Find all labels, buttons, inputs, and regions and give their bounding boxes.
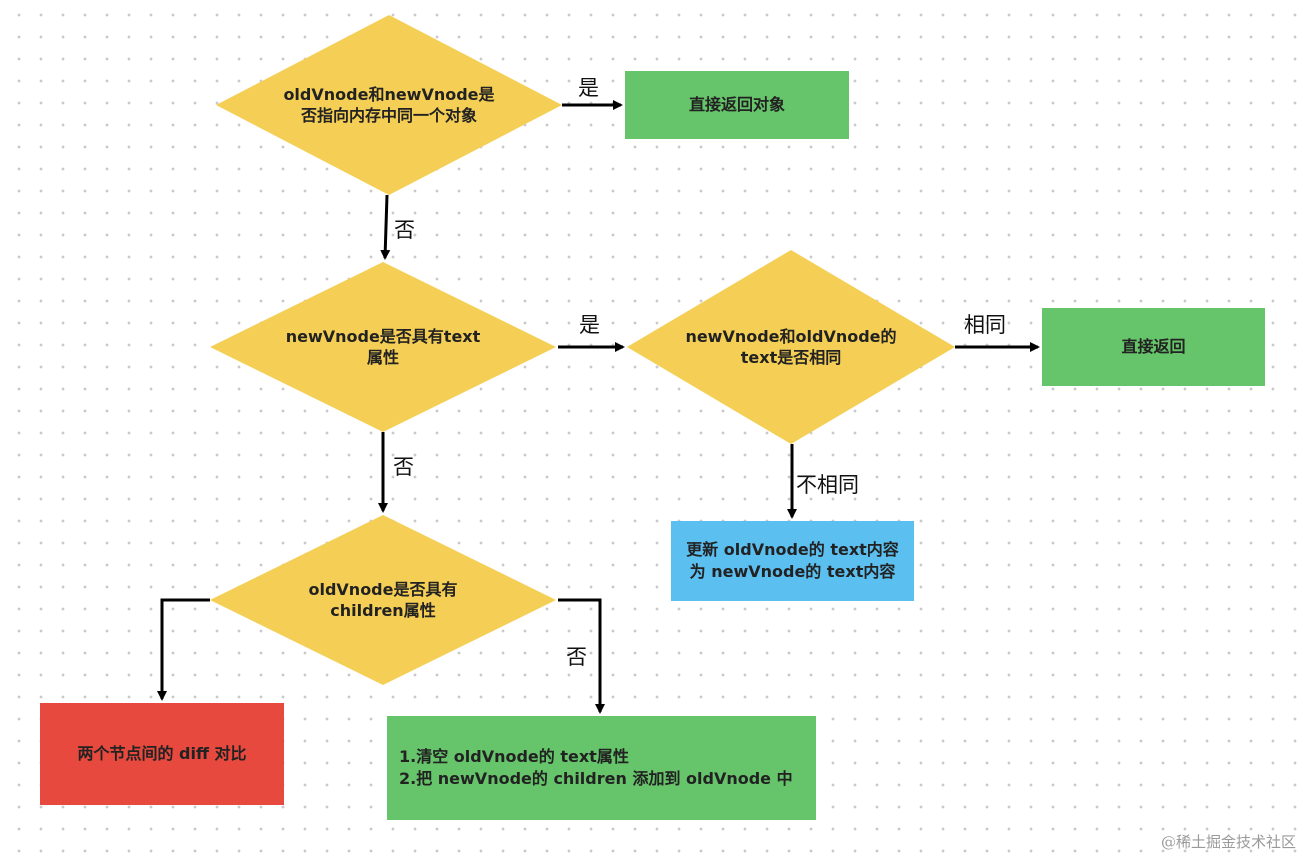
box-return-direct: 直接返回 <box>1042 308 1265 386</box>
box-clear-and-add: 1.清空 oldVnode的 text属性 2.把 newVnode的 chil… <box>387 716 816 820</box>
watermark: @稀土掘金技术社区 <box>1160 833 1296 851</box>
box-diff-compare: 两个节点间的 diff 对比 <box>40 703 284 805</box>
box-return-object: 直接返回对象 <box>625 71 849 139</box>
box-diff-compare-shape <box>40 703 284 805</box>
decision-text-equal-shape <box>627 250 955 444</box>
arrow-same-object-no <box>380 194 391 260</box>
edge-label-yes-2: 是 <box>579 313 600 337</box>
decision-same-object-shape <box>216 15 562 195</box>
edge-label-same: 相同 <box>964 313 1006 337</box>
box-return-direct-shape <box>1042 308 1265 386</box>
arrow-has-children-yes <box>157 598 210 701</box>
decision-has-children-shape <box>210 515 556 685</box>
box-update-text: 更新 oldVnode的 text内容 为 newVnode的 text内容 <box>671 521 914 601</box>
decision-same-object-text: oldVnode和newVnode是 否指向内存中同一个对象 <box>283 85 495 125</box>
box-return-object-label: 直接返回对象 <box>688 95 785 114</box>
box-diff-compare-label: 两个节点间的 diff 对比 <box>77 744 247 763</box>
decision-has-text-text: newVnode是否具有text 属性 <box>285 327 481 367</box>
arrow-has-children-no <box>558 598 605 714</box>
decision-has-children-text: oldVnode是否具有 children属性 <box>308 580 458 620</box>
box-clear-and-add-shape <box>387 716 816 820</box>
edge-label-yes-1: 是 <box>578 76 599 100</box>
edge-label-no-3: 否 <box>566 645 587 669</box>
box-return-direct-label: 直接返回 <box>1121 337 1186 356</box>
edge-label-no-2: 否 <box>393 455 414 479</box>
box-update-text-label: 更新 oldVnode的 text内容 为 newVnode的 text内容 <box>686 540 899 581</box>
decision-has-text-shape <box>210 262 556 432</box>
edge-label-no-1: 否 <box>394 218 415 242</box>
edge-label-not-same: 不相同 <box>796 473 859 497</box>
box-return-object-shape <box>625 71 849 139</box>
decision-text-equal-text: newVnode和oldVnode的 text是否相同 <box>685 327 897 367</box>
box-update-text-shape <box>671 521 914 601</box>
box-clear-and-add-label: 1.清空 oldVnode的 text属性 2.把 newVnode的 chil… <box>399 747 793 788</box>
